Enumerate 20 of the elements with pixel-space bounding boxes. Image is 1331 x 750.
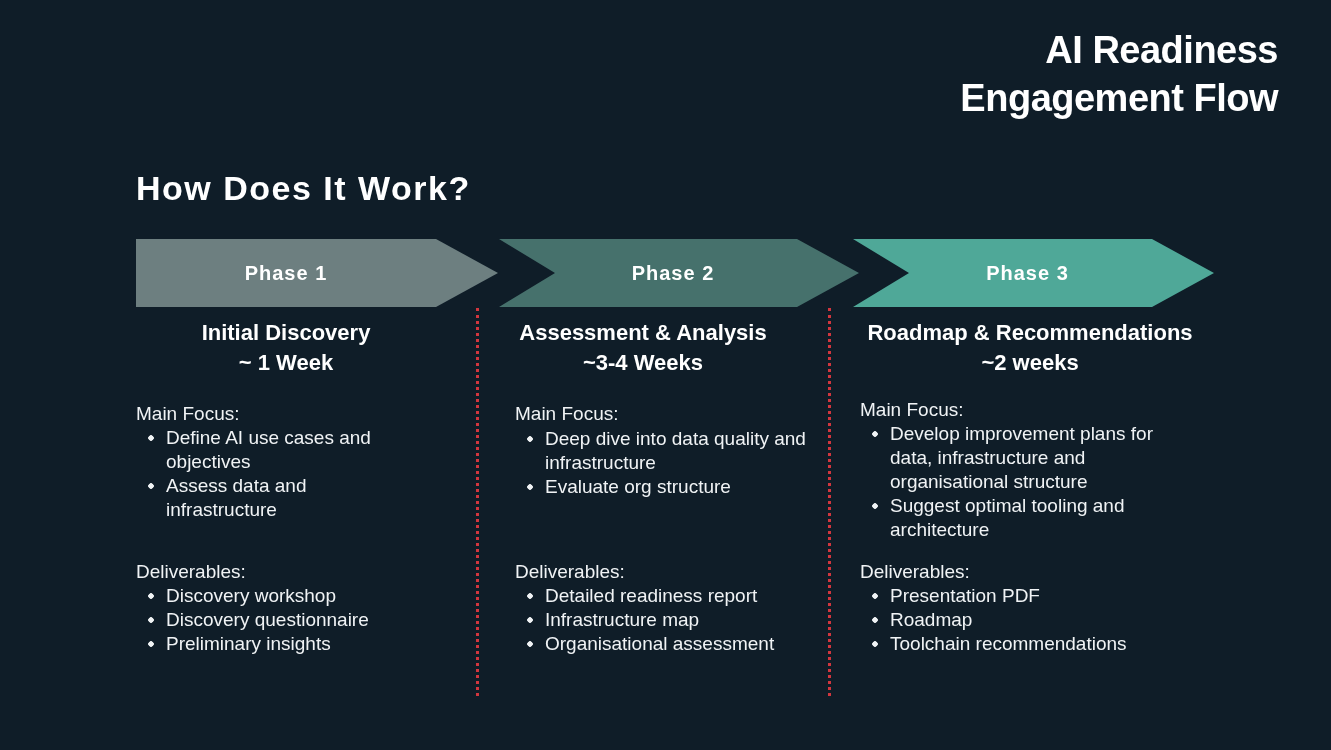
list-heading: Main Focus: (515, 402, 620, 426)
phase-banner (499, 239, 859, 307)
list-heading: Deliverables: (860, 560, 971, 584)
phase-banner (136, 239, 498, 307)
list-heading: Deliverables: (515, 560, 626, 584)
duration-text: ~3-4 Weeks (581, 349, 705, 377)
title: AI Readiness Engagement Flow (959, 28, 1278, 121)
phase-title: Roadmap & Recommendations (866, 319, 1194, 347)
phase-label: Phase 1 (243, 261, 329, 286)
section-heading: How Does It Work? (136, 168, 472, 208)
list-heading: Deliverables: (136, 560, 247, 584)
phase-label: Phase 3 (985, 261, 1070, 286)
phase-banner (853, 239, 1214, 307)
phase-label: Phase 2 (630, 261, 716, 286)
list-heading: Main Focus: (136, 402, 241, 426)
phase-title: Assessment & Analysis (518, 319, 768, 347)
list-heading: Main Focus: (860, 398, 965, 422)
duration-text: ~ 1 Week (237, 349, 335, 377)
duration-text: ~2 weeks (980, 349, 1080, 377)
phase-title: Initial Discovery (200, 319, 372, 347)
